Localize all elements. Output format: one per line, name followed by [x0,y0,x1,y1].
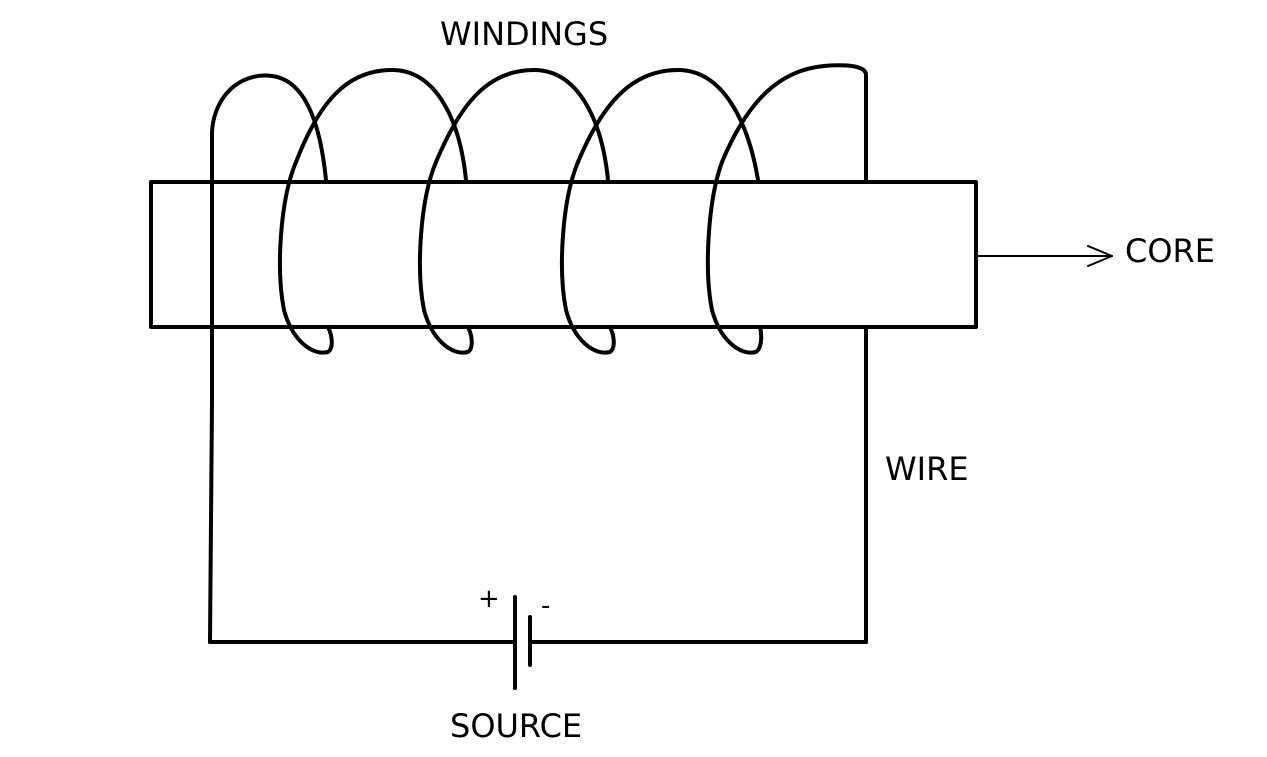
negative-terminal-label: - [541,591,550,621]
winding-loop-2 [418,160,474,355]
core-bar [149,180,978,329]
winding-loop-4 [705,160,764,355]
winding-loop-1 [278,160,334,355]
core-label: CORE [1125,232,1215,270]
windings-label: WINDINGS [440,15,608,53]
winding-top-4 [576,68,760,182]
positive-terminal-label: + [478,584,500,614]
winding-top-3 [434,68,610,182]
winding-top-2 [294,68,468,182]
winding-loop-3 [560,160,616,355]
windings-coil [210,63,868,355]
source-label: SOURCE [450,707,582,745]
winding-top-1 [210,73,328,182]
core-arrow-head [1087,245,1113,267]
wire-left [208,130,214,644]
winding-top-5 [720,63,868,164]
wire-label: WIRE [885,450,969,488]
